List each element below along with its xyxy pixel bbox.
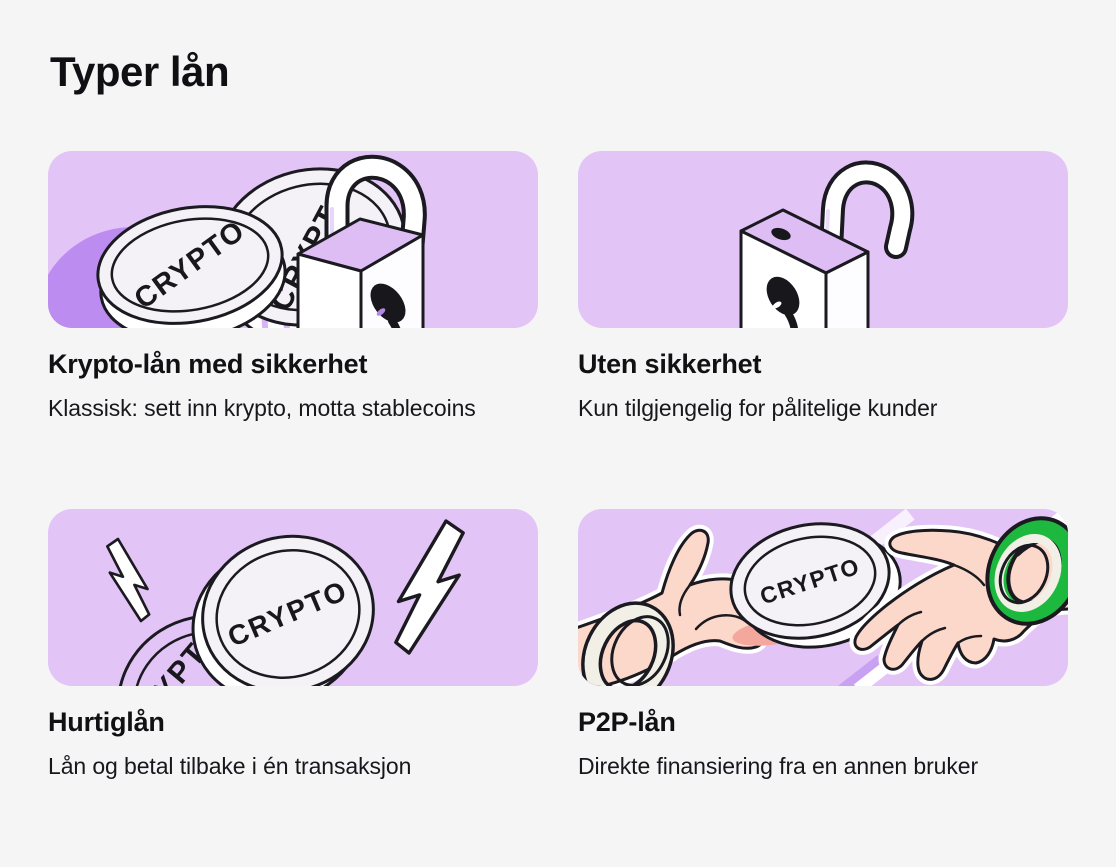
white-bangle-icon (581, 601, 675, 686)
card-collateral-loan: CRYPTO CRYPTO (48, 151, 538, 509)
main-crypto-coin-icon: CRYPTO (191, 534, 375, 686)
no-collateral-illustration (578, 151, 1068, 328)
card-heading: Krypto-lån med sikkerhet (48, 349, 368, 379)
card-description: Direkte finansiering fra en annen bruker (578, 753, 979, 779)
card-description: Kun tilgjengelig for pålitelige kunder (578, 395, 938, 421)
green-bangle-icon (985, 516, 1068, 626)
card-no-collateral-loan: Uten sikkerhet Kun tilgjengelig for påli… (578, 151, 1068, 509)
locked-padlock-icon (296, 154, 427, 328)
receiving-hand-icon (849, 524, 1068, 685)
card-text: Krypto-lån med sikkerhet Klassisk: sett … (48, 349, 538, 509)
coin-lightning-icon: CRYPTO CRYPTO (106, 519, 465, 686)
keyhole-icon (370, 283, 406, 328)
cards-grid: CRYPTO CRYPTO (48, 151, 1068, 867)
card-text: Uten sikkerhet Kun tilgjengelig for påli… (578, 349, 1068, 509)
coins-and-locked-padlock-icon: CRYPTO CRYPTO (48, 154, 427, 328)
card-description: Lån og betal tilbake i én transaksjon (48, 753, 412, 779)
shackle-hole (771, 227, 791, 241)
flash-loan-illustration: CRYPTO CRYPTO (48, 509, 538, 686)
collateral-loan-illustration: CRYPTO CRYPTO (48, 151, 538, 328)
unlocked-padlock-icon (739, 160, 915, 328)
card-heading: P2P-lån (578, 707, 676, 737)
card-text: P2P-lån Direkte finansiering fra en anne… (578, 707, 1068, 867)
card-flash-loan: CRYPTO CRYPTO (48, 509, 538, 867)
front-crypto-coin-icon: CRYPTO (96, 205, 287, 328)
card-heading: Hurtiglån (48, 707, 165, 737)
p2p-loan-illustration: CRYPTO (578, 509, 1068, 686)
open-padlock-icon (739, 160, 915, 328)
keyhole-icon (766, 276, 800, 328)
hands-exchanging-coin-icon: CRYPTO (578, 509, 1068, 686)
crypto-coin-icon: CRYPTO (729, 522, 902, 649)
lightning-bolt-icon (106, 537, 151, 623)
card-text: Hurtiglån Lån og betal tilbake i én tran… (48, 707, 538, 867)
card-description: Klassisk: sett inn krypto, motta stablec… (48, 395, 476, 421)
page-title: Typer lån (50, 48, 230, 95)
card-heading: Uten sikkerhet (578, 349, 762, 379)
lightning-bolt-icon (394, 519, 465, 655)
card-p2p-loan: CRYPTO (578, 509, 1068, 867)
